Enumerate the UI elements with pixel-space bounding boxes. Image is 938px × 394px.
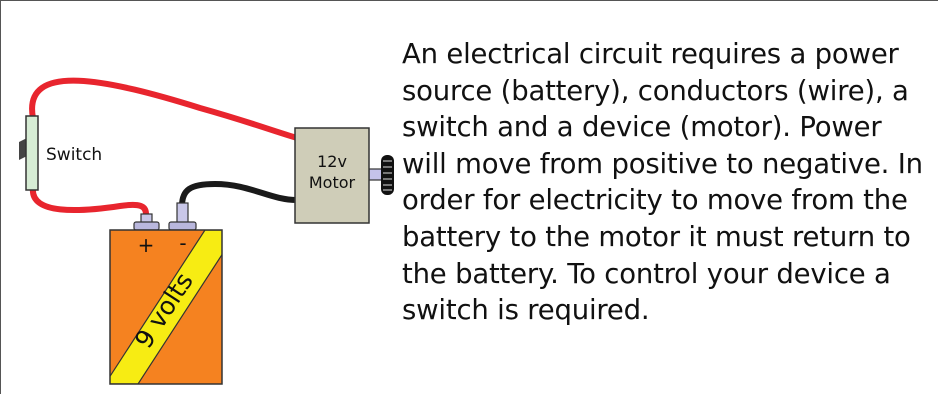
plus-terminal-label: + — [138, 233, 155, 257]
circuit-description: An electrical circuit requires a power s… — [402, 38, 923, 327]
battery: + - 9 volts — [109, 229, 223, 385]
switch-body — [25, 115, 39, 191]
black-wire-battery-to-motor — [179, 180, 300, 209]
circuit-diagram: Switch 12v Motor + - — [19, 77, 394, 385]
red-wire-switch-to-battery — [29, 185, 149, 217]
pulley-grooves — [383, 160, 392, 191]
motor-body — [294, 127, 370, 224]
switch: Switch — [19, 115, 102, 191]
motor-shaft — [368, 168, 384, 181]
switch-label: Switch — [46, 145, 102, 165]
minus-terminal-label: - — [179, 231, 186, 255]
motor-voltage-label: 12v — [317, 152, 347, 171]
red-wire-switch-to-motor — [29, 77, 300, 141]
motor-label: Motor — [309, 173, 356, 192]
positive-terminal — [133, 213, 160, 231]
negative-terminal — [168, 202, 197, 231]
battery-stripe — [110, 230, 222, 384]
switch-lever — [19, 138, 27, 160]
motor: 12v Motor — [294, 127, 394, 224]
